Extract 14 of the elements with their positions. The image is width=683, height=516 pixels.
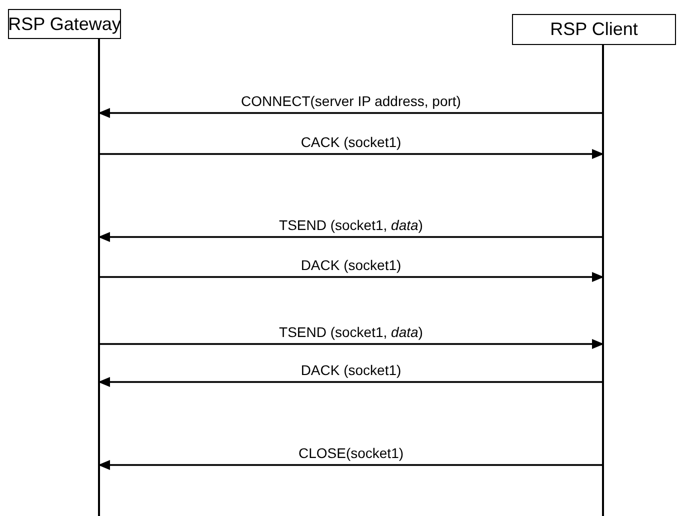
message-arrow	[98, 108, 603, 118]
message-arrow	[99, 272, 604, 282]
participant-name: RSP Client	[550, 19, 638, 40]
message-arrow	[98, 460, 603, 470]
message-label: TSEND (socket1, data)	[277, 324, 425, 340]
message-arrow	[98, 232, 603, 242]
message-label: CONNECT(server IP address, port)	[239, 93, 463, 109]
participant-name: RSP Gateway	[8, 14, 121, 34]
message-label: CACK (socket1)	[298, 134, 404, 150]
message-label: TSEND (socket1, data)	[277, 217, 425, 233]
message-arrow	[99, 339, 604, 349]
message-label: CLOSE(socket1)	[296, 445, 406, 461]
message-arrow	[98, 377, 603, 387]
message-arrow	[99, 149, 604, 159]
